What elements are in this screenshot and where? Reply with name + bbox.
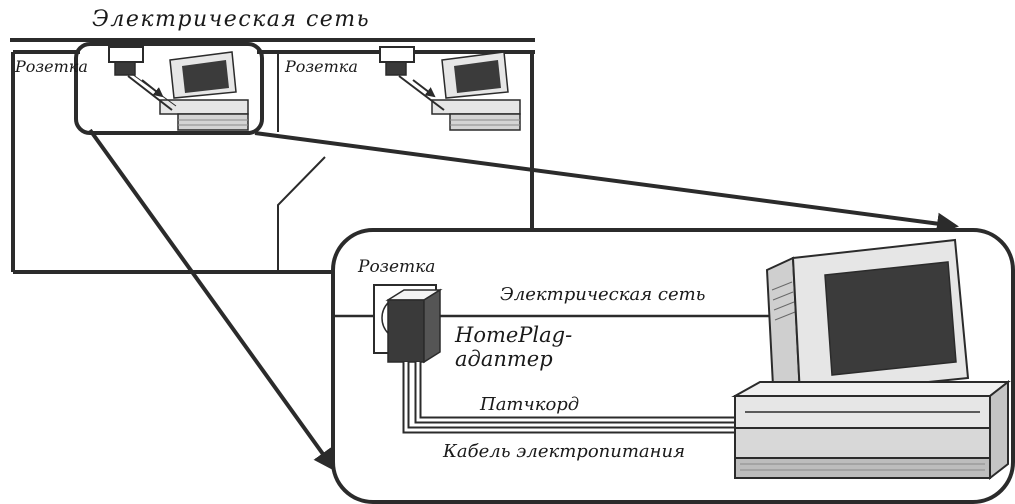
outlet-right-group xyxy=(379,46,415,76)
arrow-right-small xyxy=(412,79,436,98)
computer-left-icon xyxy=(159,51,249,131)
corridor-wall xyxy=(277,156,326,272)
adapter-right-icon xyxy=(385,61,407,76)
zoom-arrow-lower xyxy=(88,128,336,472)
adapter-label-line2: адаптер xyxy=(455,347,553,371)
outlet-left-icon xyxy=(108,46,144,63)
patchcord-label: Патчкорд xyxy=(479,394,579,415)
power-cable-label: Кабель электропитания xyxy=(442,441,685,462)
computer-zoom-icon xyxy=(731,238,1011,481)
zoom-network-label: Электрическая сеть xyxy=(500,284,705,305)
zoom-arrow-upper xyxy=(254,131,959,235)
outlet-right-icon xyxy=(379,46,415,63)
outlet-left-group xyxy=(108,46,144,76)
cable-right xyxy=(398,75,445,111)
outlet-zoom-label: Розетка xyxy=(357,257,435,277)
adapter-label-line1: HomePlag- xyxy=(454,323,572,347)
zoom-source-frame xyxy=(74,42,264,135)
outlet-left-label: Розетка xyxy=(14,57,88,76)
cable-left xyxy=(127,75,173,111)
outlet-right-label: Розетка xyxy=(284,57,358,76)
arrow-left-small xyxy=(141,79,164,98)
computer-right-icon xyxy=(431,51,521,131)
adapter-left-icon xyxy=(114,61,136,76)
title-network-label: Электрическая сеть xyxy=(92,7,370,32)
homeplug-adapter-icon xyxy=(385,288,443,364)
